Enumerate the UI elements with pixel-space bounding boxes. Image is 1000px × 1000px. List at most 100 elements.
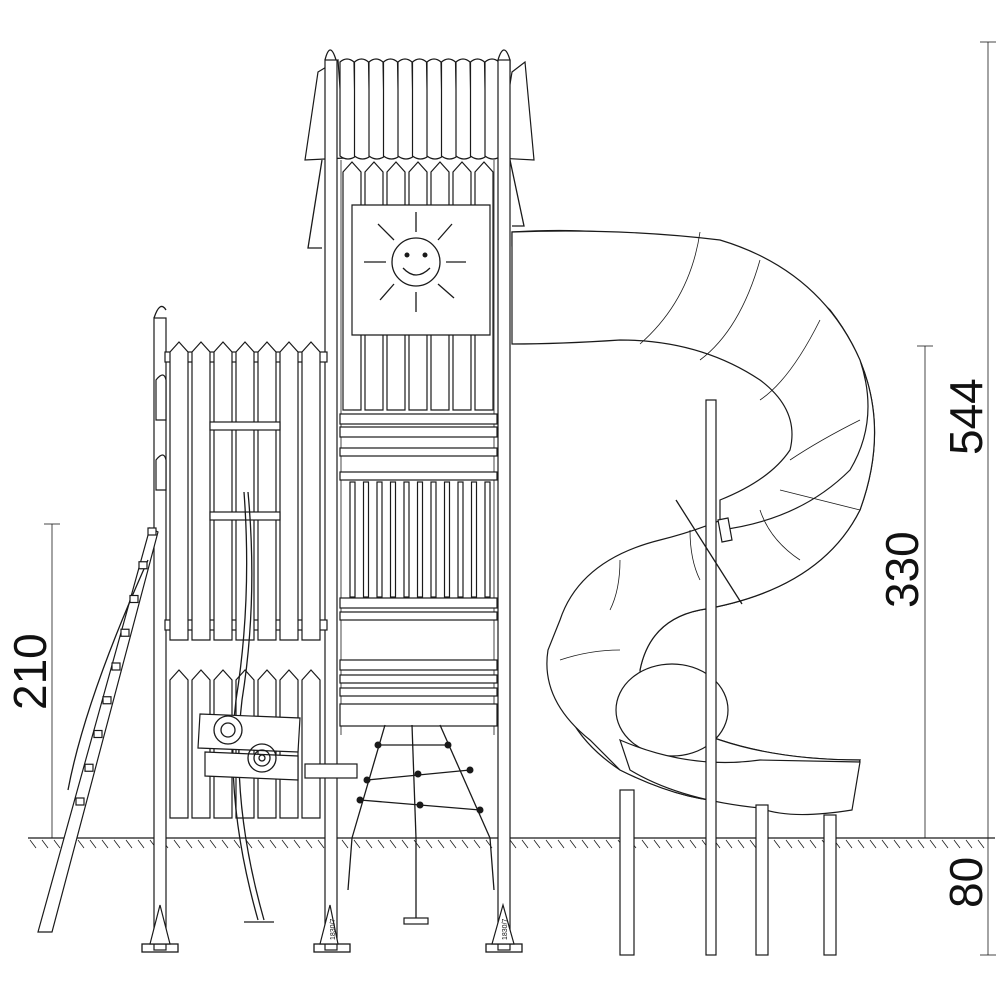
ground-hatch: [581, 839, 589, 849]
ground-hatch: [77, 839, 85, 849]
ground-hatch: [341, 839, 349, 849]
roof-plank: [411, 58, 430, 160]
ground-hatch: [293, 839, 301, 849]
ground-hatch: [101, 839, 109, 849]
ground-hatch: [809, 839, 817, 849]
roof-plank: [440, 58, 459, 160]
slide-segment-ring: [779, 489, 861, 511]
ground-hatch: [797, 839, 805, 849]
ground-hatch: [245, 839, 253, 849]
ground-hatch: [653, 839, 661, 849]
ground-hatch: [977, 839, 985, 849]
ground-hatch: [749, 839, 757, 849]
ground-hatch: [905, 839, 913, 849]
climbing-hold: [138, 561, 148, 570]
ground-hatch: [53, 839, 61, 849]
railing-bar: [430, 481, 437, 598]
ground-hatch: [305, 839, 313, 849]
climbing-hold: [75, 797, 85, 806]
railing-bar: [376, 481, 383, 598]
slide-segment-ring: [689, 529, 701, 581]
ground-hatch: [125, 839, 133, 849]
ground-hatch: [641, 839, 649, 849]
ground-hatch: [269, 839, 277, 849]
net-knot: [416, 801, 424, 809]
slide-segment-ring: [699, 259, 761, 361]
ground-hatch: [257, 839, 265, 849]
railing-bar: [484, 481, 491, 598]
ground-hatch: [965, 839, 973, 849]
ground-line: [28, 837, 995, 849]
post-code-right: 1830/7: [502, 918, 509, 940]
ground-hatch: [869, 839, 877, 849]
left-wall-picket: [191, 341, 211, 641]
ground-hatch: [425, 839, 433, 849]
net-knot: [476, 806, 484, 814]
ground-hatch: [845, 839, 853, 849]
railing-bar: [403, 481, 410, 598]
climbing-ramp: [37, 527, 159, 933]
ground-hatch: [233, 839, 241, 849]
climbing-hold: [84, 763, 94, 772]
ground-hatch: [209, 839, 217, 849]
total-height-label: 544: [940, 378, 992, 455]
ground-hatch: [677, 839, 685, 849]
climbing-hold: [102, 696, 112, 705]
ground-hatch: [593, 839, 601, 849]
ground-hatch: [557, 839, 565, 849]
ground-hatch: [389, 839, 397, 849]
railing-bar: [470, 481, 478, 598]
railing-bar: [362, 481, 370, 598]
tube-slide: [511, 229, 876, 956]
slide-segment-ring: [559, 649, 621, 661]
railing-bar: [389, 481, 397, 598]
roof-plank: [353, 58, 372, 160]
roof-plank: [397, 58, 415, 160]
roof-plank: [339, 58, 357, 160]
net-knot: [374, 741, 382, 749]
railing-bar: [457, 481, 464, 598]
left-wall-picket: [235, 341, 255, 641]
ground-hatch: [317, 839, 325, 849]
roof-plank: [368, 58, 386, 160]
left-tower: [141, 305, 328, 953]
ground-hatch: [857, 839, 865, 849]
ground-hatch: [929, 839, 937, 849]
ground-hatch: [113, 839, 121, 849]
ground-hatch: [737, 839, 745, 849]
railing-bar: [349, 481, 356, 598]
slide-segment-ring: [609, 559, 621, 611]
ground-hatch: [377, 839, 385, 849]
ground-hatch: [773, 839, 781, 849]
roof-plank: [469, 58, 488, 160]
sun-decoration: [351, 204, 491, 336]
dimension-lines: [44, 41, 996, 956]
slide-segment-ring: [759, 319, 821, 401]
ground-hatch: [725, 839, 733, 849]
slide-segment-ring: [789, 419, 861, 461]
ground-hatch: [533, 839, 541, 849]
step-plank: [304, 763, 358, 779]
left-wall-picket: [301, 341, 321, 641]
ground-hatch: [917, 839, 925, 849]
left-wall-picket: [169, 341, 189, 641]
roof: [304, 49, 535, 249]
climb-height-label: 210: [4, 633, 56, 710]
net-knot: [414, 770, 422, 778]
ground-hatch: [437, 839, 445, 849]
fire-pole: [232, 491, 274, 923]
ground-hatch: [665, 839, 673, 849]
ground-hatch: [473, 839, 481, 849]
lower-wall-picket: [169, 669, 189, 819]
net-climber: [347, 724, 495, 925]
left-wall-picket: [213, 341, 233, 641]
ground-hatch: [569, 839, 577, 849]
ground-hatch: [545, 839, 553, 849]
ground-hatch: [197, 839, 205, 849]
ground-hatch: [881, 839, 889, 849]
lower-wall-picket: [301, 669, 321, 819]
ground-hatch: [521, 839, 529, 849]
climbing-hold: [129, 594, 139, 604]
platform-railing: [339, 447, 498, 727]
